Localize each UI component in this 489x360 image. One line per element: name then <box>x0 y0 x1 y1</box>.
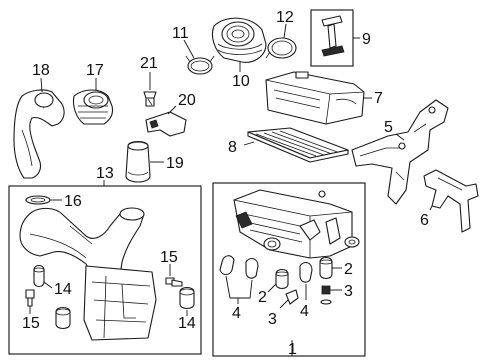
group-1-box <box>212 182 366 357</box>
part-11-hose-clamp <box>185 55 215 75</box>
part-14-grommet-left <box>33 264 45 288</box>
group-13-box <box>8 185 202 355</box>
callout-3-right: 3 <box>344 283 353 300</box>
callout-14-left: 14 <box>54 281 72 298</box>
callout-16: 16 <box>64 193 82 210</box>
part-2-cushion-left <box>275 268 289 290</box>
callout-3-left: 3 <box>268 311 277 328</box>
part-15-bolt-right <box>165 277 183 287</box>
callout-2-left: 2 <box>258 289 267 306</box>
callout-4-left: 4 <box>232 305 241 322</box>
part-3-clip-left <box>285 289 299 305</box>
part-13-plug <box>55 306 71 330</box>
callout-9: 9 <box>362 31 371 48</box>
part-1-grommet <box>344 236 360 248</box>
part-1-screw <box>318 190 326 198</box>
part-1-cleaner-housing <box>233 189 353 259</box>
callout-10: 10 <box>232 73 250 90</box>
callout-20: 20 <box>178 92 196 109</box>
callout-5: 5 <box>384 119 393 136</box>
part-17-bellows-hose <box>72 89 114 125</box>
callout-15-left: 15 <box>22 315 40 332</box>
part-2-cushion-right <box>319 256 333 280</box>
callout-21: 21 <box>140 55 158 72</box>
callout-8: 8 <box>228 139 237 156</box>
part-4-hose-left <box>219 255 259 279</box>
part-14-grommet-right <box>179 286 195 310</box>
callout-13: 13 <box>96 165 114 182</box>
part-12-hose-clamp <box>265 37 297 59</box>
callout-14-right: 14 <box>178 315 196 332</box>
part-20-bracket <box>145 111 187 137</box>
part-5-support-bracket <box>351 99 449 205</box>
part-15-bolt-left <box>25 289 35 307</box>
callout-19: 19 <box>166 155 184 172</box>
callout-4-right: 4 <box>300 303 309 320</box>
callout-17: 17 <box>86 62 104 79</box>
part-18-intake-duct <box>13 89 65 179</box>
callout-11: 11 <box>172 25 189 42</box>
part-8-filter-element <box>247 127 349 163</box>
part-16-seal <box>25 195 51 205</box>
callout-15-right: 15 <box>160 249 178 266</box>
part-19-resonator <box>125 140 151 183</box>
callout-1: 1 <box>288 341 297 358</box>
callout-7: 7 <box>374 90 383 107</box>
part-9-sensor <box>310 9 354 67</box>
callout-18: 18 <box>32 62 50 79</box>
part-7-cleaner-cover <box>265 71 365 125</box>
part-6-lower-bracket <box>423 169 479 233</box>
part-21-push-clip <box>143 91 157 107</box>
part-4-hose-right <box>299 261 313 283</box>
part-13-duct-assembly <box>19 207 157 341</box>
part-3-clip-right <box>320 285 332 305</box>
part-10-throttle-hose <box>211 17 267 63</box>
callout-2-right: 2 <box>344 261 353 278</box>
callout-12: 12 <box>276 9 294 26</box>
callout-6: 6 <box>420 212 429 229</box>
